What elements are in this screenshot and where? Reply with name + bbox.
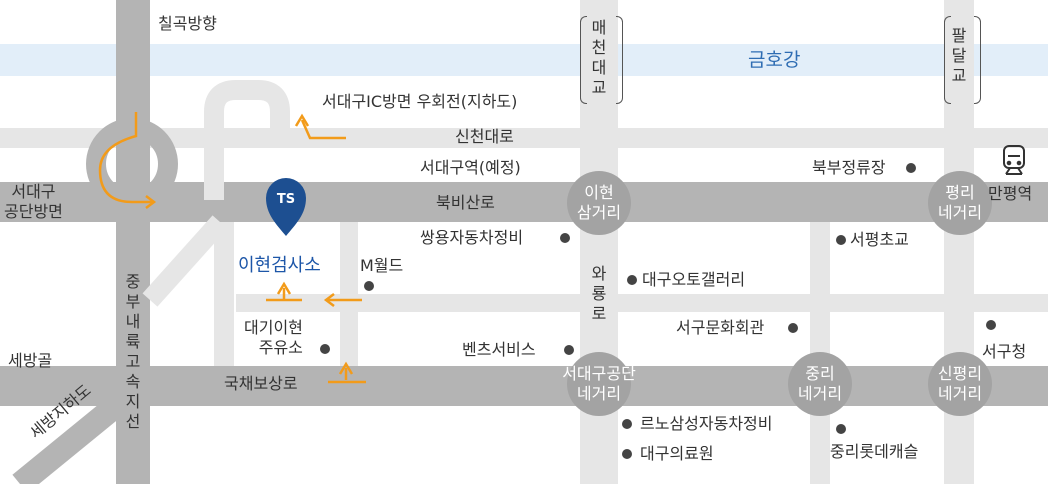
poi-renault-dot: [622, 419, 632, 429]
poi-benz-service-dot: [564, 345, 574, 355]
jungbu-expressway: [116, 0, 150, 484]
pyeongri-intersection: 평리 네거리: [928, 171, 992, 235]
marker-label: TS: [277, 192, 295, 207]
poi-ssangyong: 쌍용자동차정비: [420, 228, 524, 247]
gukchae-road-label: 국채보상로: [224, 374, 298, 393]
bukbisan-road: [0, 182, 1048, 222]
poi-jungri-lotte-dot: [836, 424, 846, 434]
seodaegu-ic-label: 서대구IC방면 우회전(지하도): [322, 92, 518, 111]
seodaegu-gongdan-intersection: 서대구공단 네거리: [562, 352, 636, 416]
chilgok-direction-label: 칠곡방향: [158, 14, 217, 33]
bridge-bracket-left: [580, 16, 587, 104]
waryong-road-label: 와룡로: [591, 264, 607, 323]
poi-renault: 르노삼성자동차정비: [640, 414, 773, 433]
poi-seogu-culture: 서구문화회관: [676, 318, 765, 337]
mworld-label: M월드: [360, 256, 404, 275]
poi-seogu-office-dot: [986, 320, 996, 330]
jungri-intersection: 중리 네거리: [788, 352, 852, 416]
poi-seogu-culture-dot: [788, 323, 798, 333]
gas-station-dot: [320, 344, 330, 354]
location-marker-icon: TS: [266, 178, 306, 236]
poi-daegu-medical: 대구의료원: [640, 444, 714, 463]
poi-daegu-auto-gallery-dot: [627, 275, 637, 285]
poi-bukbu-terminal-dot: [906, 163, 916, 173]
bridge-bracket-right: [616, 16, 623, 104]
minor-road-waryong: [236, 294, 1048, 312]
maecheon-bridge-label: 매천대교: [591, 18, 607, 97]
sinpyeongri-intersection: 신평리 네거리: [928, 352, 992, 416]
poi-bukbu-terminal: 북부정류장: [812, 158, 886, 177]
poi-jungri-lotte: 중리롯데캐슬: [830, 442, 919, 461]
bukbisan-road-label: 북비산로: [436, 193, 495, 212]
poi-ssangyong-dot: [560, 233, 570, 243]
seodaegu-gongdan-direction-label: 서대구 공단방면: [4, 182, 63, 221]
poi-daegu-auto-gallery: 대구오토갤러리: [642, 270, 746, 289]
gas-station-label: 대기이현 주유소: [244, 318, 303, 357]
poi-daegu-medical-dot: [622, 449, 632, 459]
poi-seogu-office: 서구청: [982, 342, 1027, 361]
sincheon-road: [0, 128, 1048, 148]
poi-seopyeong-school: 서평초교: [850, 230, 909, 249]
geumho-river: [0, 44, 1048, 76]
target-location-label: 이현검사소: [238, 255, 321, 276]
minor-road-local-2: [340, 205, 358, 380]
manpyeong-station-label: 만평역: [988, 184, 1033, 203]
gukchae-road: [0, 366, 1048, 406]
poi-seopyeong-school-dot: [836, 235, 846, 245]
seodaegu-station-label: 서대구역(예정): [420, 158, 521, 177]
river-label: 금호강: [748, 49, 801, 71]
ihyeon-intersection: 이현 삼거리: [567, 171, 631, 235]
minor-road-east: [810, 212, 830, 484]
paldal-bridge-label: 팔달교: [951, 26, 967, 85]
train-icon: [1003, 145, 1025, 175]
sebanggol-label: 세방골: [8, 351, 53, 370]
bridge-bracket-right-2: [974, 16, 981, 104]
mworld-dot: [364, 281, 374, 291]
jungbu-expressway-label: 중부내륙고속지선: [125, 272, 141, 431]
sincheon-road-label: 신천대로: [455, 127, 514, 146]
poi-benz-service: 벤츠서비스: [462, 340, 536, 359]
bridge-bracket-left-2: [944, 16, 951, 104]
